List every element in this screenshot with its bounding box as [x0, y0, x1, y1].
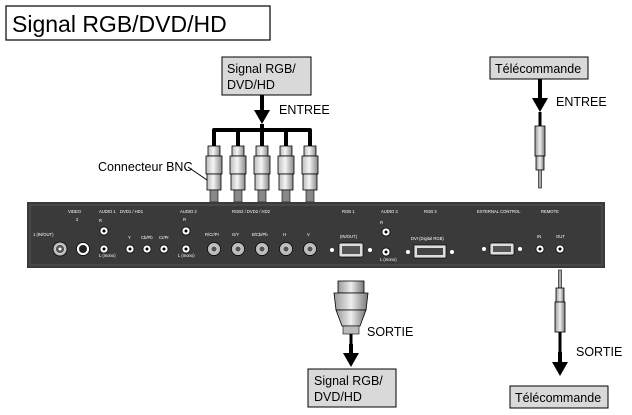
- port-label-audio1-l: L (mono): [99, 253, 116, 258]
- video-svideo-port: [76, 242, 90, 256]
- port-label-audio1-r: R: [99, 218, 102, 223]
- connector-panel: [27, 202, 605, 268]
- bnc-connector-3: [253, 145, 271, 203]
- panel-label-audio3: AUDIO 3: [381, 209, 398, 214]
- remote-in-box: Télécommande: [489, 56, 589, 80]
- panel-label-audio2: AUDIO 2: [180, 209, 197, 214]
- remote-in-label: Télécommande: [495, 62, 581, 76]
- title-box: Signal RGB/DVD/HD: [5, 5, 271, 41]
- panel-label-remote: REMOTE: [541, 209, 559, 214]
- entree-arrow-right: [532, 79, 548, 112]
- port-label-video2: 2: [76, 217, 79, 222]
- bnc-connector-5: [301, 145, 319, 203]
- remote-in-plug: [534, 112, 546, 189]
- video-bnc-port: [52, 241, 68, 257]
- panel-label-video: VIDEO: [68, 209, 82, 214]
- panel-label-rgb2: RGB2 / DVD2 / HD2: [232, 209, 271, 214]
- source-box-line1: Signal RGB/: [227, 62, 296, 76]
- rgb1-dsub-port: [330, 242, 372, 258]
- remote-out-label: Télécommande: [515, 391, 601, 405]
- port-label-cr: Cr/Pr: [159, 235, 169, 240]
- port-label-v: V: [307, 232, 310, 237]
- panel-label-audio1: AUDIO 1: [99, 209, 116, 214]
- port-label-audio2-l: L (mono): [178, 253, 195, 258]
- panel-label-rgb1: RGB 1: [342, 209, 355, 214]
- panel-label-external-control: EXTERNAL CONTROL: [477, 209, 521, 214]
- external-control-port: [482, 242, 522, 256]
- port-label-dvi: DVI (Digital RGB): [411, 236, 444, 241]
- bnc-connector-4: [277, 145, 295, 203]
- port-label-remote-in: IN: [537, 234, 541, 239]
- sortie-arrow-right: [552, 352, 568, 376]
- port-label-g-y: G/Y: [232, 232, 239, 237]
- page-title: Signal RGB/DVD/HD: [12, 11, 227, 37]
- sortie-label-right: SORTIE: [576, 345, 622, 359]
- bnc-connector-label: Connecteur BNC: [98, 160, 193, 174]
- bnc-leader-line: [187, 166, 208, 181]
- port-label-cb: Cb/Pb: [141, 235, 153, 240]
- entree-label-right: ENTREE: [556, 95, 607, 109]
- sortie-label-left: SORTIE: [367, 325, 413, 339]
- dest-box-line2: DVD/HD: [314, 390, 362, 404]
- sortie-arrow-left: [343, 344, 359, 367]
- panel-ports: [52, 226, 565, 259]
- source-box-line2: DVD/HD: [227, 78, 275, 92]
- port-label-b-cb: B/Cb/Pb: [252, 232, 268, 237]
- port-label-video1: 1 (IN/OUT): [33, 232, 54, 237]
- panel-port-labels: 1 (IN/OUT) 2 R L (mono) Y Cb/Pb Cr/Pr R …: [33, 217, 565, 262]
- panel-section-labels: VIDEO AUDIO 1 DVD1 / HD1 AUDIO 2 RGB2 / …: [68, 209, 559, 214]
- panel-label-rgb3: RGB 3: [424, 209, 437, 214]
- source-box: Signal RGB/ DVD/HD: [221, 56, 312, 96]
- remote-out-box: Télécommande: [509, 385, 609, 409]
- rgb2-bnc-ports: [207, 242, 317, 256]
- port-label-audio3-r: R: [380, 220, 383, 225]
- bnc-cable-bundle: [212, 124, 312, 146]
- bnc-connector-2: [229, 145, 247, 203]
- dest-box: Signal RGB/ DVD/HD: [307, 368, 397, 408]
- port-label-remote-out: OUT: [556, 234, 565, 239]
- port-label-audio2-r: R: [183, 217, 186, 222]
- bnc-connector-1: [205, 145, 223, 203]
- remote-out-plug: [554, 269, 566, 352]
- port-label-audio3-l: L (mono): [380, 257, 397, 262]
- dest-box-line1: Signal RGB/: [314, 374, 383, 388]
- port-label-h: H: [283, 232, 286, 237]
- port-label-r-cr: R/Cr/Pr: [205, 232, 220, 237]
- port-label-rgb1-inout: (IN/OUT): [340, 234, 358, 239]
- entree-label-left: ENTREE: [279, 103, 330, 117]
- dvi-port: [406, 244, 454, 259]
- dsub-cable-plug: [333, 280, 369, 344]
- entree-arrow-left: [254, 95, 270, 124]
- panel-label-dvd1: DVD1 / HD1: [120, 209, 144, 214]
- port-label-y: Y: [128, 235, 131, 240]
